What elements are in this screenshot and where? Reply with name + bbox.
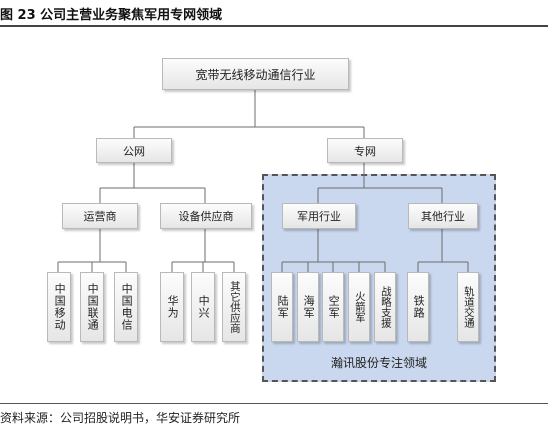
leaf-army: 陆军 [271, 272, 293, 342]
source-divider [0, 403, 548, 404]
military-industry-node: 军用行业 [282, 203, 356, 229]
connector-public [99, 163, 206, 203]
leaf-china-mobile: 中国移动 [47, 272, 71, 342]
leaf-huawei: 华为 [160, 272, 184, 342]
leaf-air-force: 空军 [322, 272, 344, 342]
figure-source: 资料来源：公司招股说明书，华安证券研究所 [0, 411, 241, 425]
connector-other [417, 229, 469, 272]
root-node: 宽带无线移动通信行业 [162, 58, 349, 90]
connector-private [317, 163, 443, 203]
leaf-navy: 海军 [297, 272, 319, 342]
suppliers-node: 设备供应商 [160, 203, 252, 229]
connector-root [133, 90, 365, 138]
connector-operators [57, 229, 127, 272]
connector-suppliers [171, 229, 235, 272]
focus-area-label: 瀚讯股份专注领域 [330, 356, 427, 370]
connector-military [281, 229, 386, 272]
operators-node: 运营商 [62, 203, 138, 229]
leaf-china-unicom: 中国联通 [80, 272, 104, 342]
public-network-node: 公网 [96, 138, 172, 163]
leaf-railway: 铁路 [407, 272, 429, 342]
title-divider [0, 25, 548, 27]
private-network-node: 专网 [327, 138, 403, 163]
leaf-strategic-support: 战略支援 [374, 272, 396, 342]
figure-title: 图 23 公司主营业务聚焦军用专网领域 [0, 8, 223, 23]
leaf-rail-transit: 轨道交通 [457, 272, 479, 342]
leaf-china-telecom: 中国电信 [114, 272, 138, 342]
leaf-zte: 中兴 [191, 272, 215, 342]
leaf-other-suppliers: 其它供应商 [222, 272, 246, 342]
other-industry-node: 其他行业 [408, 203, 478, 229]
leaf-rocket-force: 火箭军 [348, 272, 370, 342]
